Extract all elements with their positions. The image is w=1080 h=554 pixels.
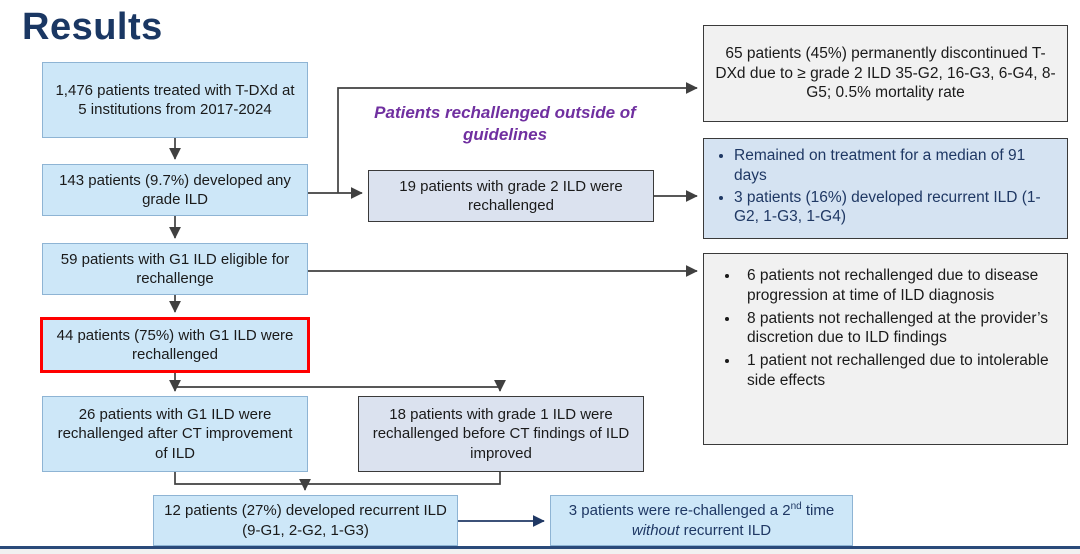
label-outside-guidelines: Patients rechallenged outside of guideli… xyxy=(340,102,670,146)
second-rechallenge-post: recurrent ILD xyxy=(679,521,772,539)
bullet-item: 8 patients not rechallenged at the provi… xyxy=(740,309,1057,349)
box-grade2-rechallenged-19-text: 19 patients with grade 2 ILD were rechal… xyxy=(399,177,623,214)
box-second-rechallenge-3: 3 patients were re-challenged a 2nd time… xyxy=(550,495,853,546)
box-treated-1476: 1,476 patients treated with T-DXd at 5 i… xyxy=(42,62,308,138)
box-rechallenged-44-text: 44 patients (75%) with G1 ILD were recha… xyxy=(56,326,294,363)
bullet-item: 1 patient not rechallenged due to intole… xyxy=(740,351,1057,391)
bullet-item: 6 patients not rechallenged due to disea… xyxy=(740,266,1057,306)
second-rechallenge-pre: 3 patients were re-challenged a 2 xyxy=(568,502,791,520)
box-developed-ild-143: 143 patients (9.7%) developed any grade … xyxy=(42,164,308,216)
second-rechallenge-italic: without xyxy=(631,521,680,539)
box-eligible-59: 59 patients with G1 ILD eligible for rec… xyxy=(42,243,308,295)
connector-merge-to-recurrent xyxy=(174,472,501,485)
second-rechallenge-sup: nd xyxy=(790,501,802,513)
not-rechallenged-bullet-list: 6 patients not rechallenged due to disea… xyxy=(710,266,1057,394)
box-rechallenged-before-ct-18: 18 patients with grade 1 ILD were rechal… xyxy=(358,396,644,472)
bullet-item: Remained on treatment for a median of 91… xyxy=(734,146,1057,186)
panel-not-rechallenged-reasons: 6 patients not rechallenged due to disea… xyxy=(703,253,1068,445)
box-recurrent-ild-12: 12 patients (27%) developed recurrent IL… xyxy=(153,495,458,546)
bullet-item: 3 patients (16%) developed recurrent ILD… xyxy=(734,188,1057,228)
box-rechallenged-after-ct-26: 26 patients with G1 ILD were rechallenge… xyxy=(42,396,308,472)
box-rechallenged-44: 44 patients (75%) with G1 ILD were recha… xyxy=(40,317,310,373)
slide-bottom-rule xyxy=(0,546,1080,549)
panel-discontinued-65-text: 65 patients (45%) permanently discontinu… xyxy=(715,44,1056,102)
remained-bullet-list: Remained on treatment for a median of 91… xyxy=(710,146,1057,229)
box-eligible-59-text: 59 patients with G1 ILD eligible for rec… xyxy=(60,250,290,287)
box-treated-1476-text: 1,476 patients treated with T-DXd at 5 i… xyxy=(55,81,295,118)
label-outside-guidelines-text: Patients rechallenged outside of guideli… xyxy=(374,103,636,145)
box-rechallenged-before-ct-18-text: 18 patients with grade 1 ILD were rechal… xyxy=(372,406,630,462)
panel-discontinued-65: 65 patients (45%) permanently discontinu… xyxy=(703,25,1068,122)
box-second-rechallenge-3-text: 3 patients were re-challenged a 2nd time… xyxy=(559,501,844,539)
second-rechallenge-mid: time xyxy=(801,502,835,520)
connector-developed-to-discontinued xyxy=(337,82,698,193)
page-title: Results xyxy=(22,6,163,48)
box-developed-ild-143-text: 143 patients (9.7%) developed any grade … xyxy=(59,171,291,208)
box-rechallenged-after-ct-26-text: 26 patients with G1 ILD were rechallenge… xyxy=(57,406,293,462)
panel-remained-on-treatment: Remained on treatment for a median of 91… xyxy=(703,138,1068,239)
box-grade2-rechallenged-19: 19 patients with grade 2 ILD were rechal… xyxy=(368,170,654,222)
connector-rechallenged-to-before-ct xyxy=(175,379,506,392)
slide-bottom-strip xyxy=(0,549,1080,554)
box-recurrent-ild-12-text: 12 patients (27%) developed recurrent IL… xyxy=(164,502,447,539)
